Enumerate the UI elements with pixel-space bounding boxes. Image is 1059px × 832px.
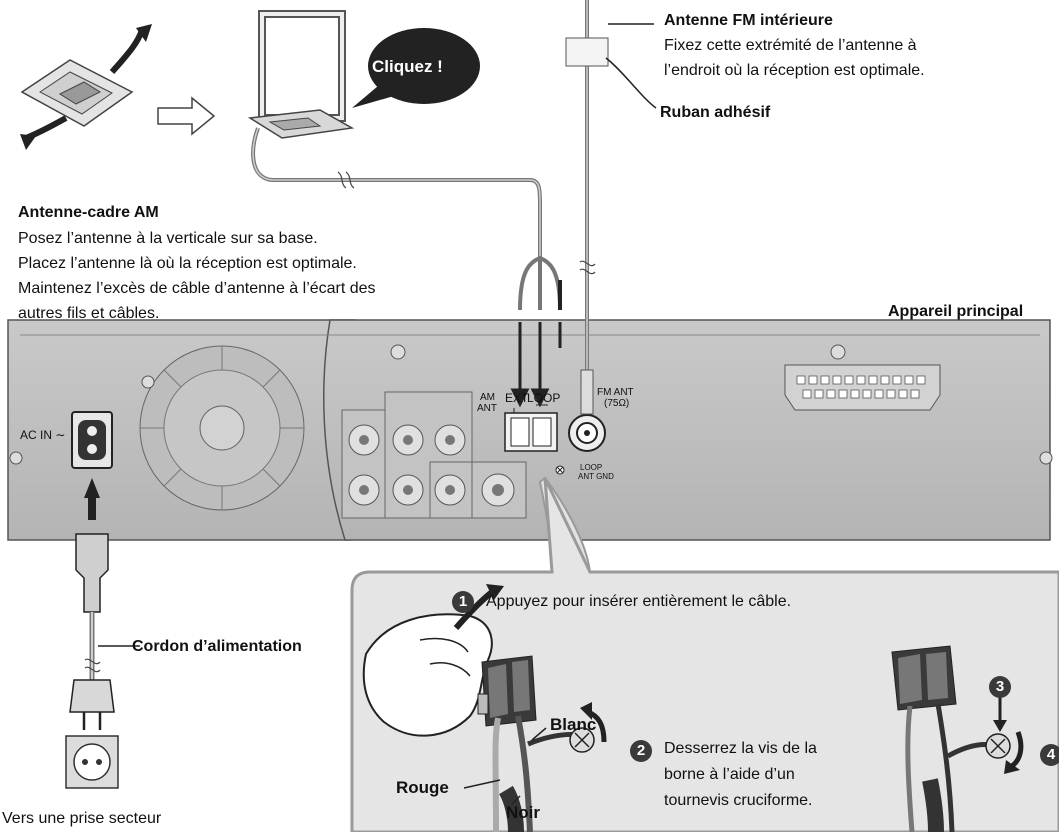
outlet-label: Vers une prise secteur <box>2 810 162 827</box>
step-1-text: Appuyez pour insérer entièrement le câbl… <box>486 593 792 610</box>
hollow-arrow-icon <box>157 96 216 136</box>
am-ant-label-2: ANT <box>477 403 497 414</box>
am-ant-label-1: AM <box>480 392 495 403</box>
am-antenna-line2: Placez l’antenne là où la réception est … <box>18 255 357 272</box>
am-antenna-line3: Maintenez l’excès de câble d’antenne à l… <box>18 280 376 297</box>
terminal-detail-right <box>891 645 1024 832</box>
fm-connector <box>568 414 606 452</box>
wire-detail-left <box>463 702 607 832</box>
power-cord <box>65 478 125 789</box>
tape-label: Ruban adhésif <box>660 104 771 121</box>
step-1-badge: 1 <box>452 591 474 613</box>
am-terminal <box>504 404 558 452</box>
power-cord-label: Cordon d’alimentation <box>132 638 302 655</box>
main-unit-rear-panel <box>7 319 1053 541</box>
fm-ant-label-1: FM ANT <box>597 387 634 398</box>
am-antenna-line4: autres fils et câbles. <box>18 305 160 322</box>
wire-label-black: Noir <box>506 803 540 822</box>
hand-pressing-illustration <box>362 584 537 737</box>
am-antenna-title: Antenne-cadre AM <box>18 204 159 221</box>
ext-label: EXT <box>505 391 529 405</box>
wire-label-white: Blanc <box>550 715 597 734</box>
av-jacks <box>341 391 527 519</box>
main-unit-label: Appareil principal <box>888 303 1024 320</box>
fm-antenna-title: Antenne FM intérieure <box>664 12 833 29</box>
loop-gnd-label-1: LOOP <box>580 463 603 472</box>
click-bubble-text: Cliquez ! <box>372 57 443 76</box>
am-loop-antenna <box>247 10 542 260</box>
am-loop-assembly-illustration <box>20 24 152 150</box>
loop-gnd-label-2: ANT GND <box>578 472 614 481</box>
fm-ant-label-2: (75Ω) <box>604 398 630 409</box>
step-4-badge: 4 <box>1040 744 1059 766</box>
ac-inlet <box>71 411 113 469</box>
step-2-badge: 2 <box>630 740 652 762</box>
am-antenna-wires <box>510 255 562 408</box>
step-3-badge: 3 <box>989 676 1011 698</box>
fm-antenna-line1: Fixez cette extrémité de l’antenne à <box>664 37 917 54</box>
fm-antenna-lead <box>565 0 657 415</box>
scart-connector <box>784 364 941 411</box>
step-2-line2: borne à l’aide d’un <box>664 766 795 783</box>
wire-label-red: Rouge <box>396 778 449 797</box>
loop-label: LOOP <box>527 391 561 405</box>
click-speech-bubble <box>352 28 480 108</box>
step-2-line3: tournevis cruciforme. <box>664 792 813 809</box>
fm-antenna-line2: l’endroit où la réception est optimale. <box>664 62 925 79</box>
step-2-line1: Desserrez la vis de la <box>664 740 817 757</box>
fan-grille <box>139 345 305 511</box>
ac-in-label: AC IN ∼ <box>20 428 66 442</box>
am-antenna-line1: Posez l’antenne à la verticale sur sa ba… <box>18 230 318 247</box>
